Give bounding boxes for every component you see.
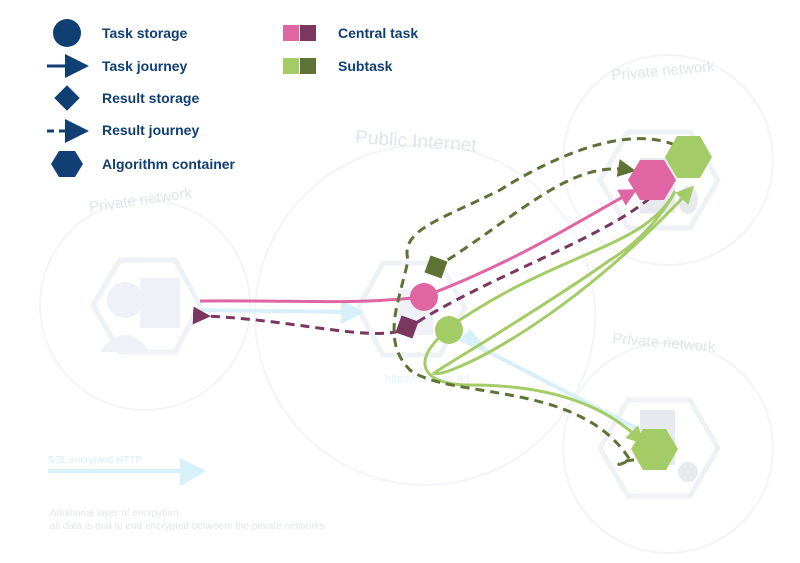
ssl-label: SSL encrypted HTTP [48, 455, 142, 466]
legend-central-task: Central task [338, 25, 418, 41]
node-top-hexagon [597, 129, 721, 231]
researcher-hexagon [90, 257, 203, 355]
subtask-algorithm-container-top [665, 136, 712, 178]
private-network-left-label: Private network [88, 185, 193, 216]
legend-task-journey: Task journey [102, 58, 188, 74]
subtask-swatch-light [283, 58, 299, 74]
algorithm-container-icon [51, 151, 83, 177]
subtask-journey-top [432, 185, 695, 376]
private-network-top-right-label: Private network [611, 58, 716, 84]
private-network-top-right-circle [562, 54, 774, 266]
note-line-1: Additional layer of encrpytion [50, 508, 178, 519]
subtask-swatch-dark [300, 58, 316, 74]
legend-result-storage: Result storage [102, 90, 199, 106]
legend-task-storage: Task storage [102, 25, 188, 41]
central-algorithm-container [628, 160, 676, 200]
node-bottom-hexagon [597, 397, 721, 499]
public-internet-circle [254, 144, 596, 486]
network-regions [39, 54, 774, 554]
central-task-swatch-dark [300, 25, 316, 41]
legend-subtask: Subtask [338, 58, 393, 74]
researcher-icon [100, 278, 180, 352]
central-result-storage [395, 315, 419, 339]
legend: Task storage Task journey Result storage… [47, 19, 418, 177]
ssl-legend-arrow [180, 457, 207, 487]
subtask-result-journey-top [392, 137, 676, 466]
result-storage-icon [54, 85, 80, 111]
subtask-result-journey-inner [434, 159, 636, 270]
legend-algorithm-container: Algorithm container [102, 156, 236, 172]
central-task-storage [410, 283, 438, 311]
subtask-result-storage [424, 255, 448, 279]
subtask-storage [435, 316, 463, 344]
central-task-swatch-light [283, 25, 299, 41]
legend-result-journey: Result journey [102, 122, 199, 138]
note-line-2: all data is end to end encrypted betweem… [50, 521, 325, 532]
private-network-left-circle [39, 199, 251, 411]
subtask-journey-bottom [423, 328, 645, 445]
subtask-algorithm-container-bottom [631, 429, 678, 470]
ssl-arrows [48, 299, 641, 487]
private-network-bottom-right-circle [562, 342, 774, 554]
task-storage-icon [53, 19, 81, 47]
